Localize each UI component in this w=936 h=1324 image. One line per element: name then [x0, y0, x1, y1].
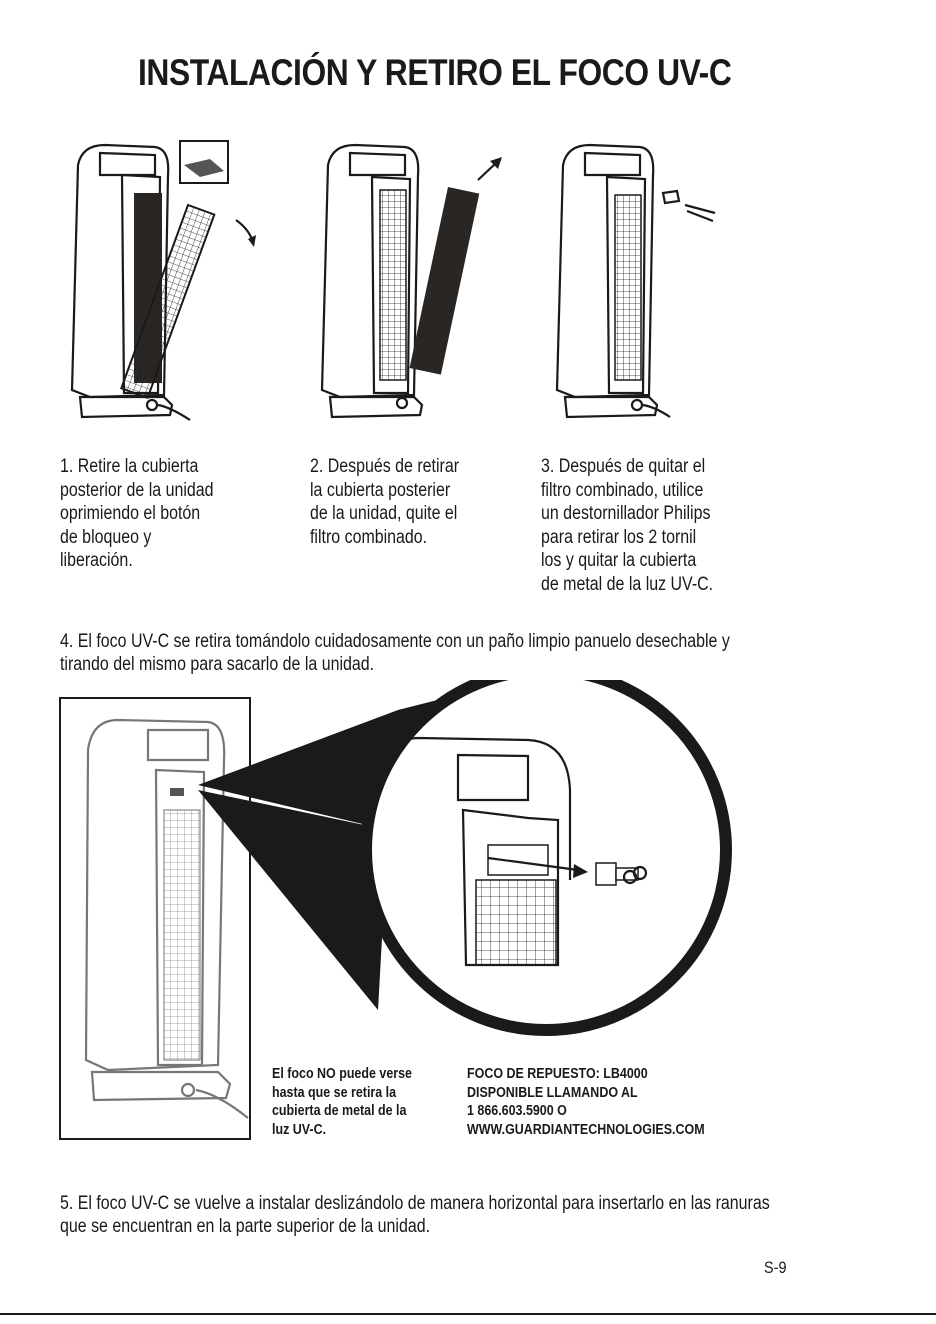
page-title: INSTALACIÓN Y RETIRO EL FOCO UV-C: [138, 52, 732, 93]
figure-bulb-detail: [59, 680, 732, 1140]
replacement-bulb-note: FOCO DE REPUESTO: LB4000 DISPONIBLE LLAM…: [467, 1066, 705, 1138]
figure-remove-metal-cover: [555, 143, 716, 419]
bulb-hidden-note: El foco NO puede verse hasta que se reti…: [272, 1066, 412, 1138]
figure-remove-back-cover: [70, 140, 256, 421]
bottom-rule: [0, 1313, 936, 1315]
step-3-text: 3. Después de quitar el filtro combinado…: [541, 456, 714, 595]
step-5-text: 5. El foco UV-C se vuelve a instalar des…: [60, 1193, 770, 1237]
figure-remove-filter: [320, 143, 502, 419]
page-number: S-9: [764, 1258, 787, 1277]
step-1-text: 1. Retire la cubierta posterior de la un…: [60, 456, 214, 571]
step-2-text: 2. Después de retirar la cubierta poster…: [310, 456, 460, 548]
step-4-text: 4. El foco UV-C se retira tomándolo cuid…: [60, 631, 730, 675]
